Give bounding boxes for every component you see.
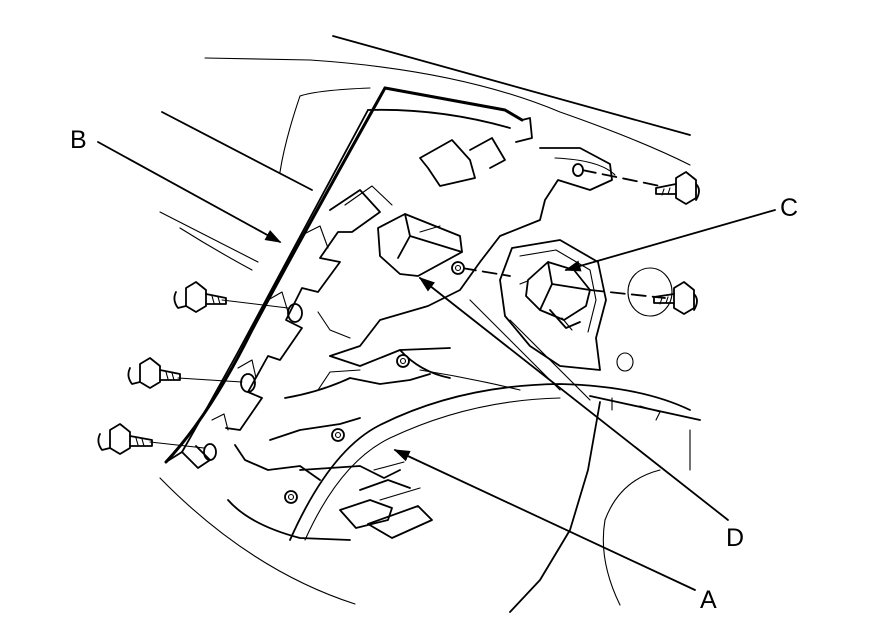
screw-lines — [149, 299, 289, 449]
mounting-screw-5 — [627, 267, 698, 317]
body-bracket — [227, 147, 616, 541]
bulb-socket-d — [377, 213, 463, 277]
callout-label-d: D — [726, 524, 744, 552]
callout-label-c: C — [780, 194, 798, 222]
leader-d — [418, 276, 729, 521]
callout-leaders — [97, 141, 776, 591]
body-panel-lines — [159, 35, 691, 605]
callout-labels: B C D A — [70, 126, 798, 614]
mounting-screw-1 — [173, 281, 227, 313]
callout-label-b: B — [70, 126, 87, 154]
leader-c — [564, 209, 776, 272]
callout-label-a: A — [700, 586, 717, 614]
light-housing-b — [164, 86, 533, 469]
leader-b — [97, 141, 282, 243]
mounting-screw-4 — [655, 171, 700, 205]
dashed-guide-lines — [461, 169, 666, 299]
mounting-screw-3 — [97, 423, 153, 455]
retaining-clips — [284, 163, 584, 504]
rear-panel — [289, 299, 701, 613]
mounting-screw-2 — [127, 357, 181, 389]
leader-a — [393, 449, 696, 591]
connector-c — [525, 261, 591, 331]
housing-mounting-holes — [203, 303, 303, 461]
bumper-slots — [339, 461, 433, 539]
